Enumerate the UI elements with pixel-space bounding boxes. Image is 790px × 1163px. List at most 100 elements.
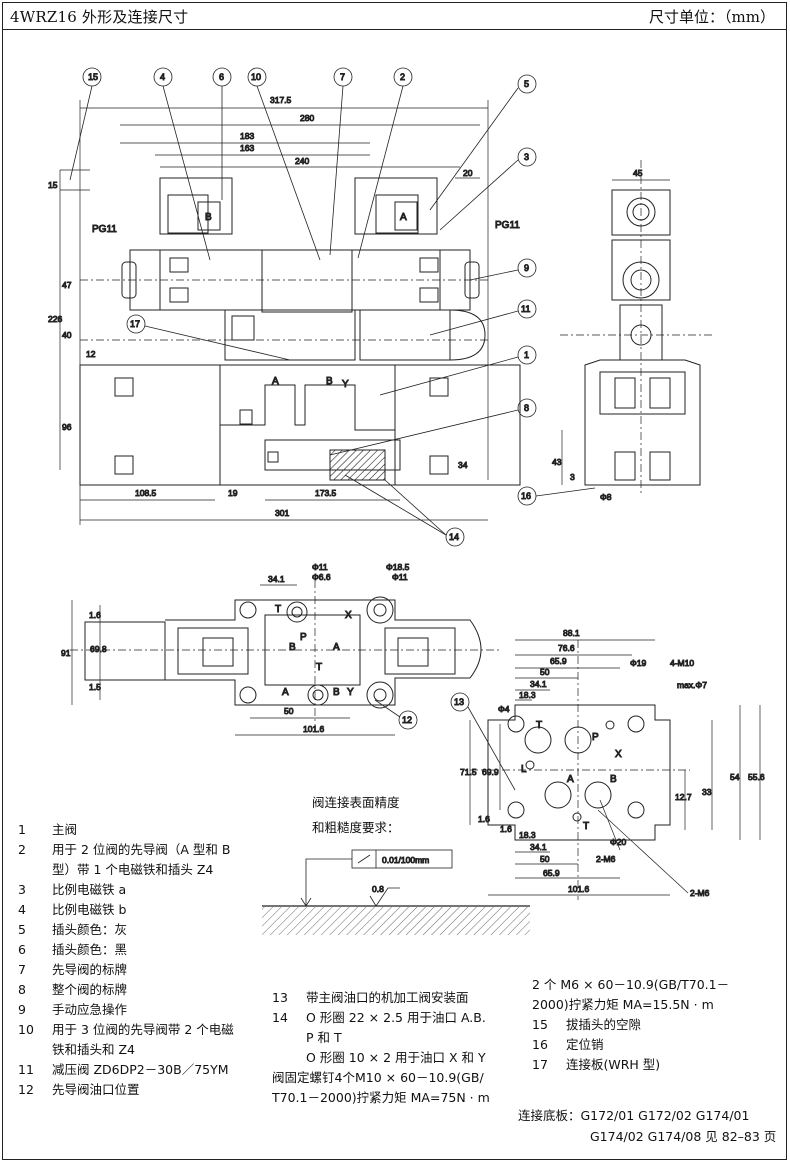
legend-item-wrap: T70.1－2000)拧紧力矩 MA=75N · m bbox=[272, 1090, 490, 1105]
surface-requirement: 阀连接表面精度 和粗糙度要求： 0.01/100mm 0.8 bbox=[262, 795, 530, 935]
dim-4-m10: 4-M10 bbox=[670, 658, 694, 668]
dim-18-3-b: 18.3 bbox=[519, 830, 536, 840]
side-view: 45 43 3 16 Φ8 bbox=[517, 160, 715, 506]
dim-47: 47 bbox=[62, 280, 72, 290]
base-plate-view: 88.1 76.6 65.9 50 34.1 18.3 Φ19 4-M10 ma… bbox=[450, 628, 765, 900]
dim-88-1: 88.1 bbox=[563, 628, 580, 638]
dim-50: 50 bbox=[284, 706, 294, 716]
port-a-bottom: A bbox=[282, 687, 289, 698]
port-x-base: X bbox=[615, 749, 622, 760]
dim-43: 43 bbox=[552, 457, 562, 467]
callout-6: 6 bbox=[219, 72, 224, 82]
top-view: 34.1 Φ11 Φ6.6 Φ18.5 Φ11 1.6 69.8 91 1.5 … bbox=[61, 562, 500, 736]
dim-69-8: 69.8 bbox=[90, 644, 107, 654]
port-b-label: B bbox=[326, 376, 333, 387]
callout-11: 11 bbox=[521, 304, 530, 314]
solenoid-a-plate bbox=[394, 201, 418, 231]
port-t-top: T bbox=[275, 604, 281, 615]
legend-note: 2 个 M6 × 60－10.9(GB/T70.1－ bbox=[532, 977, 730, 992]
port-a-base: A bbox=[567, 774, 574, 785]
dim-45: 45 bbox=[633, 168, 643, 178]
dim-18-3: 18.3 bbox=[519, 690, 536, 700]
port-y-label: Y bbox=[342, 379, 349, 390]
port-p-base: P bbox=[592, 732, 599, 743]
port-t-base-2: T bbox=[583, 821, 589, 832]
dim-101-6: 101.6 bbox=[303, 724, 325, 734]
dim-phi6-6: Φ6.6 bbox=[312, 572, 331, 582]
legend-note: 2000)拧紧力矩 MA=15.5N · m bbox=[532, 997, 714, 1012]
dim-2-m6-b: 2-M6 bbox=[690, 888, 710, 898]
dim-phi11-b: Φ11 bbox=[392, 572, 408, 582]
title-bar: 4WRZ16 外形及连接尺寸 尺寸单位：（mm） bbox=[2, 2, 787, 30]
callout-3: 3 bbox=[524, 152, 529, 162]
port-l-base: L bbox=[521, 764, 527, 775]
dim-phi4: Φ4 bbox=[498, 704, 510, 714]
dim-phi18-5: Φ18.5 bbox=[386, 562, 410, 572]
callout-17: 17 bbox=[130, 319, 140, 329]
dim-240: 240 bbox=[295, 156, 309, 166]
dim-50-c: 50 bbox=[540, 854, 550, 864]
surface-note-line1: 阀连接表面精度 bbox=[312, 795, 400, 810]
dim-phi8: Φ8 bbox=[600, 492, 612, 502]
dim-69-9: 69.9 bbox=[482, 767, 499, 777]
dim-65-9-b: 65.9 bbox=[543, 868, 560, 878]
callout-1: 1 bbox=[524, 350, 529, 360]
dim-108-5: 108.5 bbox=[135, 488, 157, 498]
port-a-top: A bbox=[333, 642, 340, 653]
callout-8: 8 bbox=[524, 403, 529, 413]
callout-12: 12 bbox=[402, 715, 412, 725]
dim-183: 183 bbox=[240, 131, 254, 141]
dim-1-6: 1.6 bbox=[89, 610, 101, 620]
dim-3: 3 bbox=[570, 472, 575, 482]
dim-280: 280 bbox=[300, 113, 314, 123]
surface-note-line2: 和粗糙度要求： bbox=[312, 820, 400, 835]
dim-33: 33 bbox=[702, 787, 712, 797]
dim-15: 15 bbox=[48, 180, 58, 190]
dim-226: 226 bbox=[48, 314, 62, 324]
solenoid-a-label: A bbox=[400, 212, 407, 223]
dim-phi11: Φ11 bbox=[312, 562, 328, 572]
pg11-right-label: PG11 bbox=[495, 220, 520, 231]
dim-163: 163 bbox=[240, 143, 254, 153]
dim-20: 20 bbox=[463, 168, 473, 178]
dim-55-6: 55.6 bbox=[748, 772, 765, 782]
pg11-left-label: PG11 bbox=[92, 224, 117, 235]
dim-34-1-b: 34.1 bbox=[530, 679, 547, 689]
solenoid-b-label: B bbox=[205, 212, 212, 223]
dim-54: 54 bbox=[730, 772, 740, 782]
dim-91: 91 bbox=[61, 648, 71, 658]
legend-right: 2 个 M6 × 60－10.9(GB/T70.1－ 2000)拧紧力矩 MA=… bbox=[532, 975, 729, 1075]
callout-9: 9 bbox=[524, 263, 529, 273]
dim-phi20: Φ20 bbox=[610, 837, 627, 847]
dim-12-7: 12.7 bbox=[675, 792, 692, 802]
legend-item: O 形圈 10 × 2 用于油口 X 和 Y bbox=[306, 1050, 486, 1065]
callout-14: 14 bbox=[449, 532, 459, 542]
callout-15: 15 bbox=[88, 72, 98, 82]
legend-item-wrap: 阀固定螺钉4个M10 × 60－10.9(GB/ bbox=[272, 1070, 484, 1085]
dim-phi19: Φ19 bbox=[630, 658, 647, 668]
legend-item: 铁和插头和 Z4 bbox=[52, 1042, 135, 1057]
dim-19: 19 bbox=[228, 488, 238, 498]
dim-max-phi7: max.Φ7 bbox=[677, 680, 707, 690]
dim-34-1-c: 34.1 bbox=[530, 842, 547, 852]
port-p: P bbox=[300, 632, 307, 643]
callout-4: 4 bbox=[160, 72, 165, 82]
dim-96: 96 bbox=[62, 422, 72, 432]
callout-10: 10 bbox=[251, 72, 261, 82]
